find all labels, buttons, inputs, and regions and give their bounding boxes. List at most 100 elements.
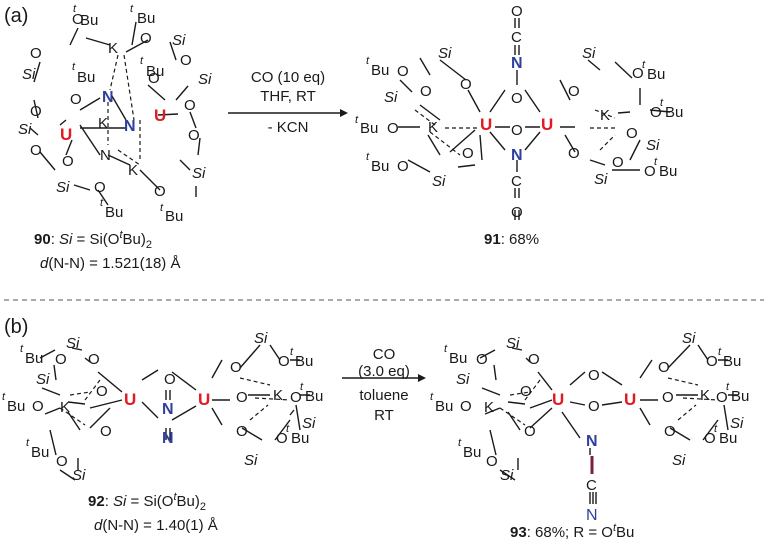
o-atom: O xyxy=(524,423,536,440)
tbu-bu: Bu xyxy=(647,66,665,83)
tbu-bu: Bu xyxy=(137,10,155,27)
o-atom: O xyxy=(62,153,74,170)
k-atom: K xyxy=(98,115,108,132)
o-atom: O xyxy=(486,453,498,470)
u-atom: U xyxy=(60,125,72,144)
k-atom: K xyxy=(428,119,438,136)
tbu-t: t xyxy=(73,3,77,15)
si-atom: Si xyxy=(36,371,50,388)
bond-length-92: d(N-N) = 1.40(1) Å xyxy=(94,517,218,534)
n-atom: N xyxy=(586,433,598,450)
u-atom: U xyxy=(154,106,166,125)
c-atom: C xyxy=(511,29,522,46)
tbu-t: t xyxy=(2,391,6,403)
si-atom: Si xyxy=(500,467,514,484)
tbu-bu: Bu xyxy=(146,63,164,80)
n-atom: N xyxy=(586,507,598,524)
o-atom: O xyxy=(140,30,152,47)
o-atom: O xyxy=(650,104,662,121)
tbu-bu: Bu xyxy=(80,12,98,29)
o-atom: O xyxy=(612,154,624,171)
si-atom: Si xyxy=(672,452,686,469)
o-atom: O xyxy=(236,423,248,440)
tbu-t: t xyxy=(72,61,76,73)
tbu-bu: Bu xyxy=(77,69,95,86)
condition: RT xyxy=(374,407,394,424)
n-atom: N xyxy=(511,147,523,164)
k-atom: K xyxy=(273,387,283,404)
si-atom: Si xyxy=(198,71,212,88)
k-atom: K xyxy=(108,40,118,57)
tbu-bu: Bu xyxy=(25,350,43,367)
o-atom: O xyxy=(462,145,474,162)
o-atom: O xyxy=(520,383,532,400)
o-atom: O xyxy=(230,359,242,376)
o-atom: O xyxy=(30,45,42,62)
tbu-bu: Bu xyxy=(659,163,677,180)
o-atom: O xyxy=(662,389,674,406)
o-atom: O xyxy=(397,158,409,175)
condition: toluene xyxy=(359,387,408,404)
tbu-t: t xyxy=(20,343,24,355)
o-atom: O xyxy=(588,398,600,415)
n-atom: N xyxy=(162,401,174,418)
o-atom: O xyxy=(397,63,409,80)
tbu-t: t xyxy=(160,202,164,214)
structure-92: t Bu O Si O Si t Bu O K O O t Bu O Si U … xyxy=(2,330,323,484)
si-atom: Si xyxy=(506,335,520,352)
bond-length-90: d(N-N) = 1.521(18) Å xyxy=(40,255,180,272)
tbu-bu: Bu xyxy=(463,444,481,461)
structure-93: t Bu O Si O Si t Bu O K O O t Bu O Si U … xyxy=(430,330,749,524)
tbu-t: t xyxy=(714,423,718,435)
o-atom: O xyxy=(30,142,42,159)
tbu-bu: Bu xyxy=(449,350,467,367)
panel-label-a: (a) xyxy=(4,5,28,27)
o-atom: O xyxy=(70,91,82,108)
n-atom: N xyxy=(102,89,114,106)
panel-label-b: (b) xyxy=(4,316,28,338)
tbu-bu: Bu xyxy=(360,120,378,137)
tbu-bu: Bu xyxy=(371,158,389,175)
tbu-t: t xyxy=(444,343,448,355)
si-atom: Si xyxy=(432,173,446,190)
condition: THF, RT xyxy=(260,88,316,105)
k-atom: K xyxy=(128,162,138,179)
tbu-t: t xyxy=(300,381,304,393)
tbu-bu: Bu xyxy=(165,208,183,225)
si-atom: Si xyxy=(56,179,70,196)
compound-label-90: 90: Si = Si(OtBu)2 xyxy=(34,229,152,251)
si-atom: Si xyxy=(302,415,316,432)
tbu-bu: Bu xyxy=(731,388,749,405)
tbu-t: t xyxy=(286,423,290,435)
c-atom: C xyxy=(586,477,597,494)
si-atom: Si xyxy=(730,415,744,432)
arrowhead xyxy=(418,374,426,382)
n-atom: N xyxy=(162,430,174,447)
o-atom: O xyxy=(568,83,580,100)
tbu-t: t xyxy=(355,114,359,126)
o-atom: O xyxy=(148,70,160,87)
compound-label-91: 91: 68% xyxy=(484,231,539,248)
o-atom: O xyxy=(626,125,638,142)
compound-label-92: 92: Si = Si(OtBu)2 xyxy=(88,491,206,513)
o-atom: O xyxy=(664,423,676,440)
o-atom: O xyxy=(658,359,670,376)
tbu-bu: Bu xyxy=(723,353,741,370)
tbu-t: t xyxy=(366,151,370,163)
o-atom: O xyxy=(460,76,472,93)
tbu-bu: Bu xyxy=(291,430,309,447)
tbu-bu: Bu xyxy=(305,388,323,405)
o-atom: O xyxy=(644,163,656,180)
o-atom: O xyxy=(511,204,523,221)
n-atom: N xyxy=(124,118,136,135)
o-atom: O xyxy=(55,351,67,368)
tbu-t: t xyxy=(718,346,722,358)
tbu-bu: Bu xyxy=(719,430,737,447)
o-atom: O xyxy=(100,423,112,440)
o-atom: O xyxy=(290,389,302,406)
condition: - KCN xyxy=(268,119,309,136)
u-atom: U xyxy=(480,115,492,134)
tbu-bu: Bu xyxy=(7,398,25,415)
k-atom: K xyxy=(600,107,610,124)
o-atom: O xyxy=(632,65,644,82)
